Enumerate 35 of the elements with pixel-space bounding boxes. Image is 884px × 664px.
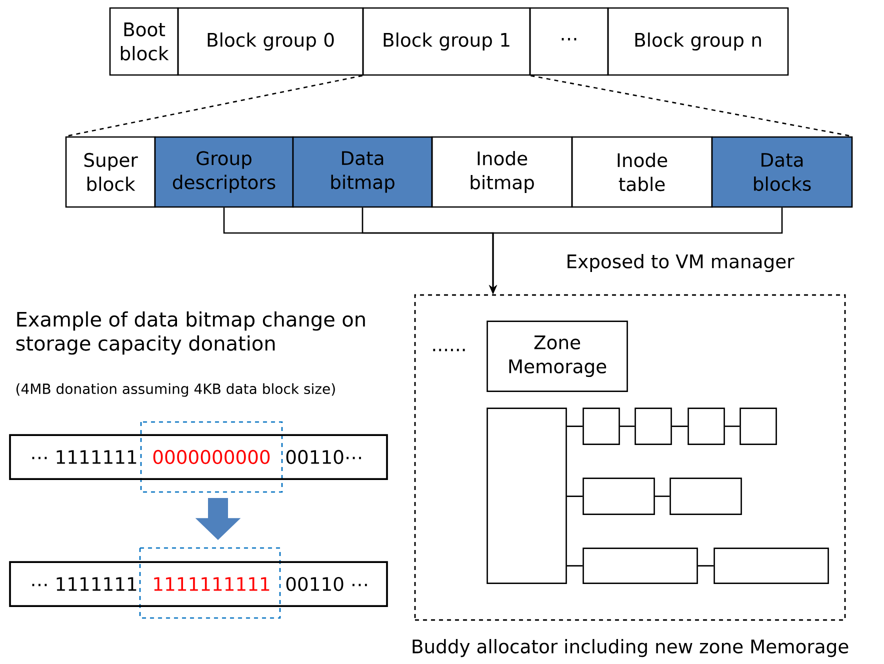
- bitmap-strip: ⋯ 1111111 1111111111 00110 ⋯: [9, 561, 388, 607]
- connector-line: [566, 496, 583, 497]
- structure-cell: Data blocks: [711, 136, 853, 208]
- heading-text: Example of data bitmap change on storage capacity donation: [16, 311, 365, 355]
- connector-line: [698, 565, 714, 566]
- structure-cell: Data bitmap: [292, 136, 433, 208]
- caption-text: Buddy allocator including new zone Memorage: [412, 639, 848, 658]
- block-box: [688, 408, 725, 445]
- connector-line: [566, 426, 583, 427]
- block-box: [582, 478, 655, 515]
- block-box: [582, 548, 698, 584]
- list-head-box: [486, 408, 567, 584]
- block-cell: Block group 0: [177, 7, 364, 76]
- allocator-frame: [414, 294, 846, 621]
- block-cell: Block group n: [607, 7, 789, 76]
- block-box: [670, 478, 742, 515]
- connector-line: [672, 426, 688, 427]
- structure-cell: Inode bitmap: [431, 136, 573, 208]
- block-box: [714, 548, 829, 584]
- connector-line: [620, 426, 635, 427]
- structure-cell: Group descriptors: [154, 136, 294, 208]
- edge-label: Exposed to VM manager: [564, 252, 796, 274]
- block-box: [634, 408, 672, 445]
- label-text: ......: [433, 348, 465, 352]
- block-box: [740, 408, 777, 445]
- block-cell: Block group 1: [362, 7, 531, 76]
- note-text: (4MB donation assuming 4KB data block size): [16, 383, 335, 397]
- connector-line: [654, 496, 670, 497]
- block-cell: Boot block: [109, 7, 179, 76]
- connector-line: [566, 565, 583, 566]
- block-box: [582, 408, 620, 445]
- zone-box: Zone Memorage: [486, 320, 628, 392]
- block-cell: ⋯: [529, 7, 609, 76]
- bitmap-strip: ⋯ 1111111 0000000000 00110⋯: [9, 434, 388, 480]
- connector-line: [724, 426, 740, 427]
